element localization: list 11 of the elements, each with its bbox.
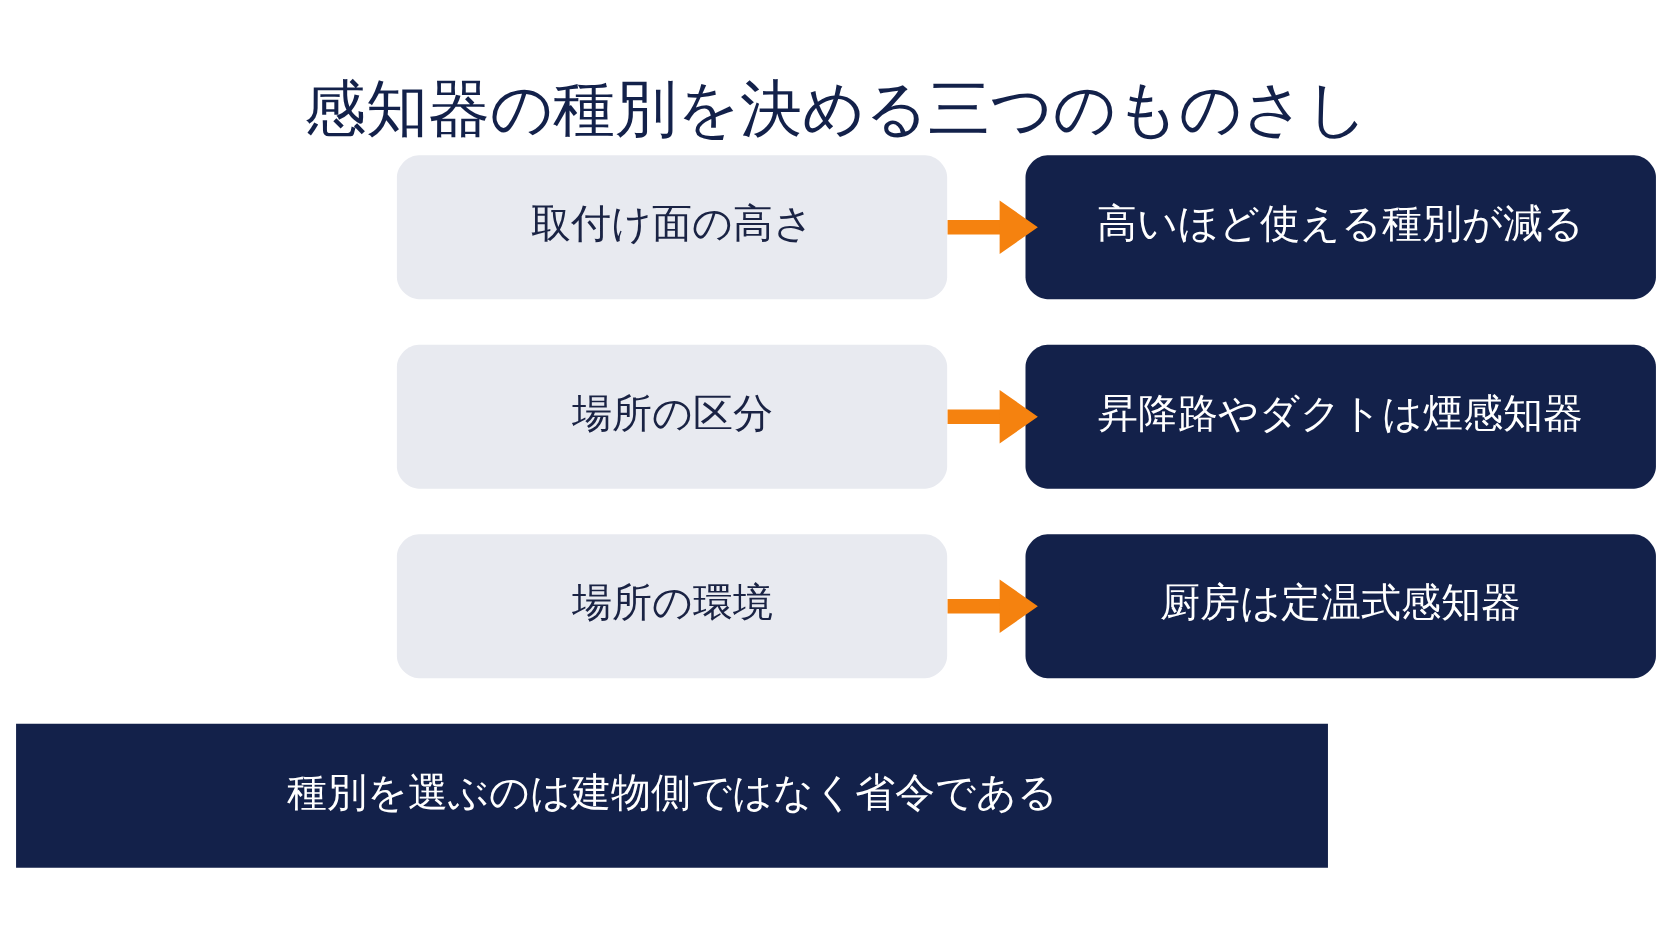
node-box: 取付け面の高さ	[396, 155, 948, 300]
diagram-title: 感知器の種別を決める三つのものさし	[304, 72, 1368, 146]
node-box: 厨房は定温式感知器	[1025, 534, 1656, 679]
arrow	[947, 579, 1038, 633]
arrow	[947, 390, 1038, 444]
node-box: 種別を選ぶのは建物側ではなく省令である	[16, 723, 1328, 868]
arrow	[947, 200, 1038, 254]
node-box: 高いほど使える種別が減る	[1025, 155, 1656, 300]
node-box: 昇降路やダクトは煙感知器	[1025, 344, 1656, 489]
node-box: 場所の区分	[396, 344, 948, 489]
node-box: 場所の環境	[396, 534, 948, 679]
